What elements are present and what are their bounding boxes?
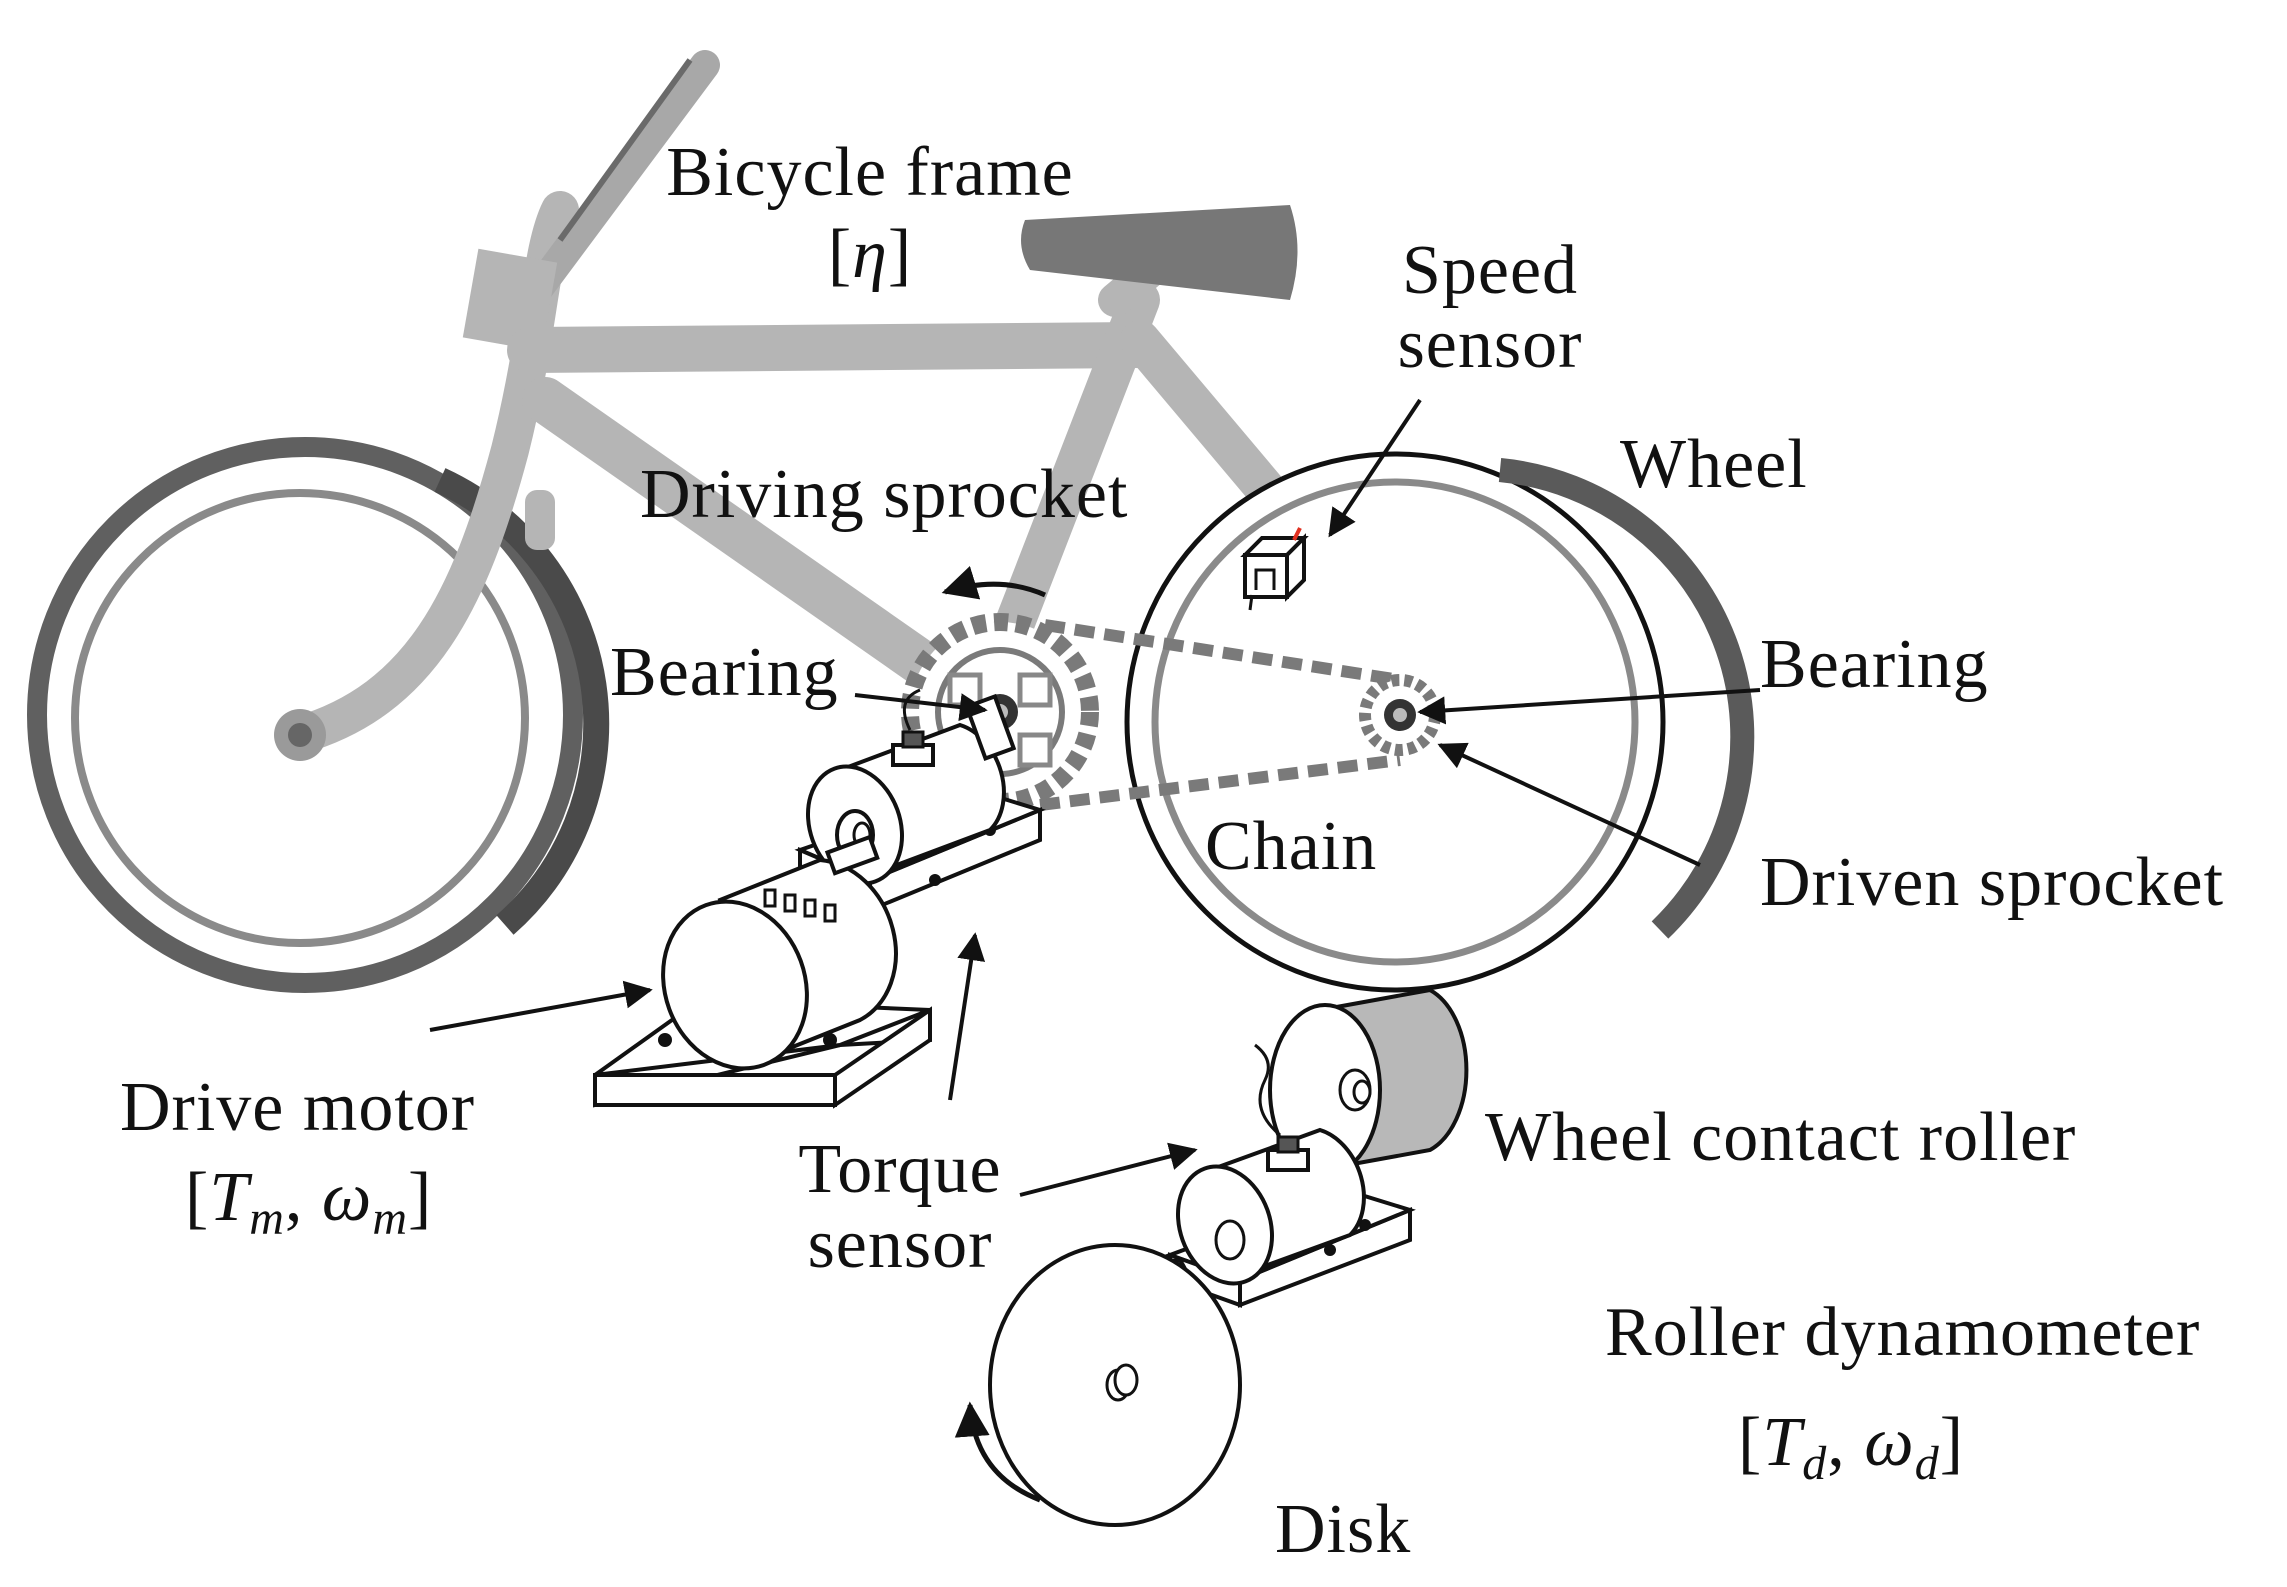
leader-bearing-right [1417,688,1761,725]
label-driven-sprocket: Driven sprocket [1760,844,2225,921]
label-drive-motor-symbols: [Tm, ωm] [185,1159,433,1245]
label-wheel: Wheel [1620,426,1808,503]
label-disk: Disk [1275,1491,1412,1568]
label-driving-sprocket: Driving sprocket [640,456,1129,533]
label-chain: Chain [1205,808,1378,885]
leader-bearing-left [854,693,988,722]
label-torque-sensor-line1: Torque [798,1131,1002,1208]
leader-drive-motor [429,980,653,1032]
rotation-arrow-top [941,565,1047,600]
handlebar-fork [274,50,720,761]
bicycle-frame [507,205,1320,720]
rotation-arrow-bottom [954,1401,1041,1503]
label-speed-sensor-line2: sensor [1397,306,1583,383]
label-torque-sensor-line2: sensor [807,1206,993,1283]
label-bearing-left: Bearing [610,634,839,711]
leader-driven-sprocket [1437,742,1701,867]
leader-torque-upper [948,932,986,1101]
leader-torque-lower [1019,1142,1198,1197]
symbol-eta: η [852,216,888,293]
leader-lines [429,398,1761,1197]
label-wheel-contact-roller: Wheel contact roller [1485,1099,2077,1176]
label-roller-dynamometer-symbols: [Td, ωd] [1738,1404,1964,1490]
drive-motor-assembly [593,688,1046,1109]
driven-sprocket [1359,674,1441,756]
chain [1039,619,1401,811]
label-bicycle-frame: Bicycle frame [666,134,1074,211]
label-speed-sensor-line1: Speed [1401,232,1579,309]
roller-dynamometer [988,987,1469,1527]
leader-speed-sensor [1328,398,1422,538]
speed-sensor [1240,527,1309,611]
label-bicycle-frame-symbol: [η] [827,216,913,293]
label-roller-dynamometer: Roller dynamometer [1605,1294,2201,1371]
label-bearing-right: Bearing [1760,626,1989,703]
label-drive-motor: Drive motor [120,1069,476,1146]
